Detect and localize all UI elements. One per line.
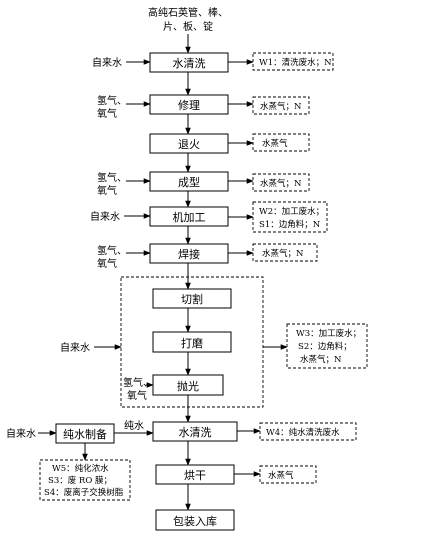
- step-annealing-label: 退火: [178, 138, 200, 151]
- step-packaging-label: 包装入库: [173, 515, 217, 528]
- step-grinding-label: 打磨: [181, 336, 203, 350]
- step-packaging: 包装入库: [155, 509, 235, 531]
- input-tap-water-group: 自来水: [60, 341, 90, 354]
- output-w4: W4：纯水清洗废水: [266, 427, 340, 438]
- step-machining: 机加工: [149, 206, 229, 227]
- step-polishing: 抛光: [152, 374, 224, 396]
- input-oxygen-repair: 氧气: [97, 107, 117, 120]
- step-drying-label: 烘干: [184, 468, 206, 482]
- output-s2: S2：边角料；: [298, 341, 352, 352]
- input-tap-water-machine: 自来水: [90, 210, 120, 223]
- step-welding-label: 焊接: [178, 247, 200, 261]
- input-hydrogen-weld: 氢气、: [97, 244, 127, 257]
- step-annealing: 退火: [149, 133, 229, 154]
- input-pure-water: 纯水: [124, 419, 144, 432]
- output-dry-steam: 水蒸气: [268, 470, 294, 481]
- input-oxygen-form: 氧气: [97, 184, 117, 197]
- cut-grind-polish-group: [120, 276, 264, 408]
- output-form-steam: 水蒸气；N: [260, 178, 302, 189]
- output-w3: W3：加工废水；: [296, 328, 361, 339]
- step-forming: 成型: [149, 171, 229, 192]
- step-repair: 修理: [149, 94, 229, 115]
- step-cutting: 切割: [152, 288, 232, 309]
- input-tap-water-purifier: 自来水: [6, 427, 36, 440]
- step-grinding: 打磨: [152, 331, 232, 353]
- output-weld-steam: 水蒸气；N: [262, 248, 304, 259]
- step-forming-label: 成型: [178, 175, 200, 189]
- output-s4: S4：废离子交换树脂: [44, 487, 124, 498]
- output-box-anneal: [252, 133, 310, 152]
- output-box-dry: [259, 465, 317, 484]
- step-machining-label: 机加工: [173, 210, 206, 224]
- output-box-w4: [259, 422, 357, 441]
- output-s3: S3：废 RO 膜；: [48, 475, 112, 486]
- input-oxygen-weld: 氧气: [97, 257, 117, 270]
- step-water-wash-1: 水清洗: [149, 52, 229, 73]
- input-oxygen-polish: 氧气: [127, 389, 147, 402]
- output-repair-steam: 水蒸气；N: [260, 101, 302, 112]
- step-pure-water-prep-label: 纯水制备: [63, 427, 107, 441]
- output-group-steam: 水蒸气；N: [300, 354, 342, 365]
- step-water-wash-1-label: 水清洗: [173, 57, 206, 70]
- output-w5: W5：纯化浓水: [52, 463, 109, 474]
- output-box-purifier-waste: [39, 459, 131, 501]
- output-box-group: [286, 323, 368, 369]
- step-pure-water-prep: 纯水制备: [55, 423, 115, 444]
- step-welding: 焊接: [149, 243, 229, 264]
- source-material-line-2: 片、板、锭: [163, 20, 213, 33]
- input-hydrogen-repair: 氢气、: [97, 94, 127, 107]
- input-tap-water-wash1: 自来水: [92, 56, 122, 69]
- input-hydrogen-polish: 氢气、: [123, 376, 153, 389]
- input-hydrogen-form: 氢气、: [97, 171, 127, 184]
- output-w2: W2：加工废水；: [259, 206, 324, 217]
- output-box-repair: [252, 96, 310, 115]
- step-water-wash-2-label: 水清洗: [179, 426, 212, 439]
- output-anneal-steam: 水蒸气: [262, 138, 288, 149]
- step-polishing-label: 抛光: [177, 379, 199, 393]
- output-s1: S1：边角料；N: [259, 219, 321, 230]
- source-material-line-1: 高纯石英管、棒、: [148, 6, 228, 19]
- output-w1: W1：清洗废水；N: [259, 57, 332, 68]
- output-box-w1: [252, 52, 334, 71]
- output-box-form: [252, 173, 310, 192]
- step-cutting-label: 切割: [181, 292, 203, 306]
- step-water-wash-2: 水清洗: [152, 421, 238, 442]
- output-box-weld: [252, 243, 318, 262]
- output-box-machine: [252, 201, 328, 233]
- step-repair-label: 修理: [178, 98, 200, 112]
- step-drying: 烘干: [155, 464, 235, 485]
